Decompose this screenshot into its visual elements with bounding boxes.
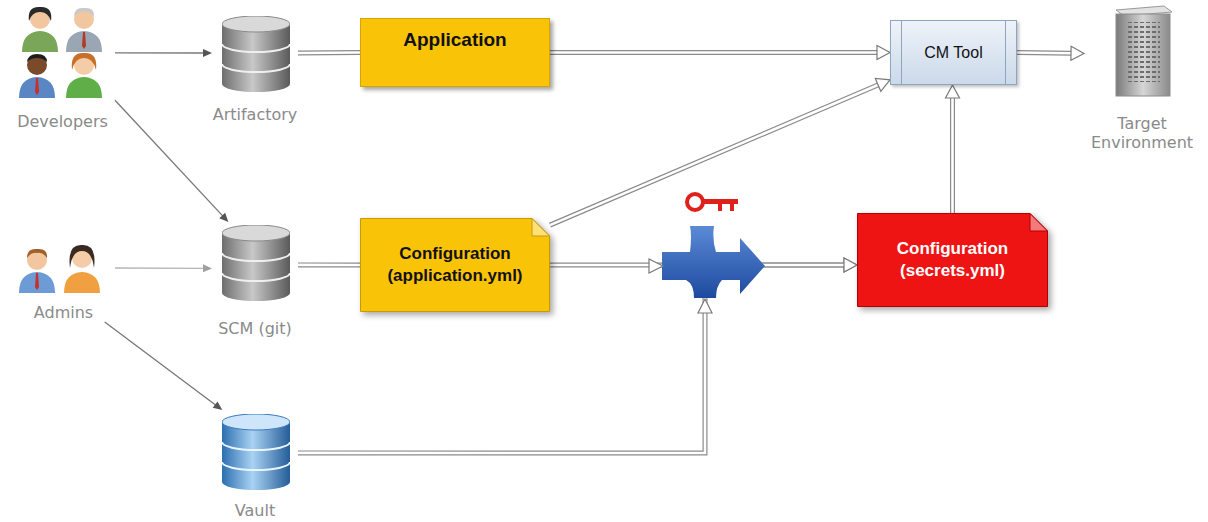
key-symbol (687, 194, 738, 211)
connector-inner (298, 264, 360, 267)
connector-outline (298, 262, 360, 267)
icon-label: Artifactory (212, 105, 298, 124)
arrow-head (875, 78, 890, 91)
document-fold (1030, 214, 1048, 232)
connector-outline (298, 50, 360, 56)
connector-inner (1017, 51, 1072, 54)
arrow-head (844, 258, 857, 272)
connector-inner (550, 51, 878, 54)
artifactory-cylinder (222, 16, 290, 92)
icon-label: Target Environment (1084, 114, 1200, 152)
process-edge-line (1005, 21, 1006, 84)
connector (115, 264, 212, 272)
connector-outline (950, 97, 955, 213)
box-label: Configuration (application.yml) (370, 243, 540, 287)
icon-label: SCM (git) (212, 319, 298, 338)
box-label: CM Tool (924, 42, 982, 63)
arrow-head (203, 264, 212, 272)
process-box: CM Tool (890, 20, 1017, 85)
connector-inner (951, 97, 954, 213)
connector-outline (550, 50, 878, 55)
developer-person (66, 8, 102, 52)
connector-outline (550, 85, 879, 226)
scm-cylinder (222, 225, 290, 301)
document-shape (360, 218, 550, 312)
box-label: Application (403, 27, 506, 52)
connector-line (115, 52, 204, 53)
arrow-head (203, 49, 212, 57)
merge-arrow (662, 226, 765, 298)
icon-label: Vault (212, 501, 298, 520)
arrow-head (219, 213, 228, 222)
arrow-head (844, 258, 857, 272)
connector (550, 78, 890, 225)
process-edge-line (901, 21, 902, 84)
connector (946, 85, 960, 213)
repository-icon: Artifactory (212, 12, 298, 124)
developer-person (66, 53, 102, 98)
connector (105, 322, 223, 410)
arrow-head (877, 46, 890, 60)
document-fold (532, 219, 550, 237)
server-tower (1116, 6, 1172, 96)
arrow-head (649, 259, 663, 273)
admin-person (64, 245, 100, 293)
connector-inner (298, 51, 360, 54)
arrow-head (946, 85, 960, 98)
vault-icon: Vault (212, 410, 298, 520)
document-box: Configuration (application.yml) (360, 218, 550, 312)
box-label: Configuration (secrets.yml) (867, 238, 1038, 282)
artifact-box: Application (360, 18, 550, 87)
arrow-head (698, 299, 712, 313)
connector-outline (1017, 50, 1072, 56)
connector (550, 46, 890, 60)
connector (298, 52, 360, 54)
connector (115, 100, 228, 222)
connector-inner (550, 85, 879, 226)
connector-line (115, 267, 204, 269)
developer-person (19, 54, 55, 98)
connector (115, 49, 212, 57)
document-shape (857, 213, 1048, 307)
arrow-head (1071, 46, 1084, 60)
icon-label: Developers (10, 112, 115, 131)
connector-line (105, 322, 216, 405)
repository-icon: SCM (git) (212, 222, 298, 338)
document-box: Configuration (secrets.yml) (857, 213, 1048, 307)
connector (1017, 46, 1084, 60)
admin-person (19, 249, 55, 293)
arrow-head (213, 401, 223, 410)
developer-person (22, 7, 58, 52)
connector-line (115, 100, 223, 216)
people-icon: Admins (12, 232, 115, 322)
vault-cylinder (222, 414, 290, 490)
icon-label: Admins (12, 303, 115, 322)
connector (298, 264, 360, 265)
people-icon: Developers (10, 3, 115, 131)
document-outline (361, 219, 550, 312)
server-icon: Target Environment (1084, 5, 1200, 152)
document-outline (858, 214, 1048, 307)
